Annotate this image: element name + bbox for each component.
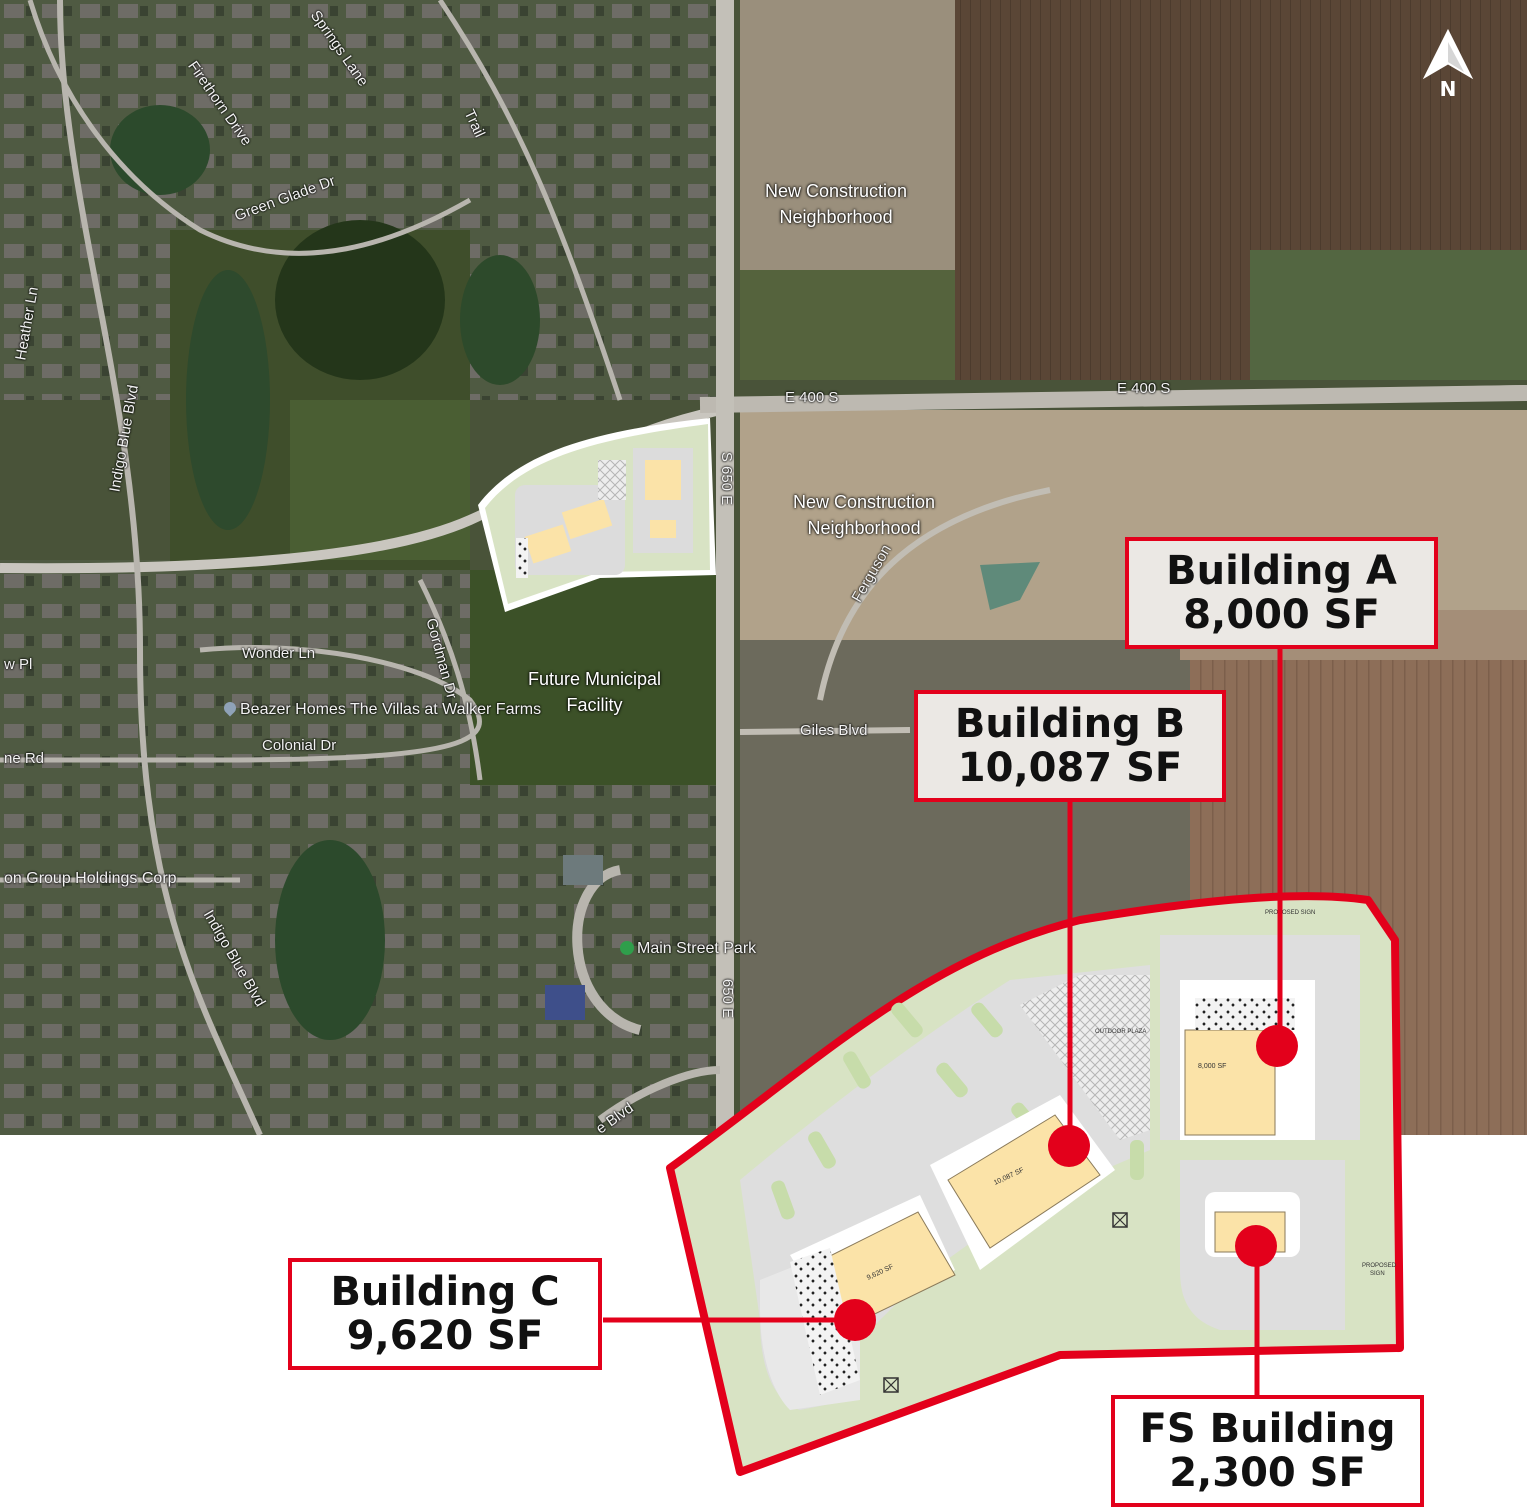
building-a-name: Building A [1166, 548, 1397, 594]
road-wonder: Wonder Ln [242, 645, 316, 662]
fs-building-name: FS Building [1139, 1406, 1396, 1452]
building-b-callout[interactable]: Building B 10,087 SF [914, 690, 1226, 802]
building-c-size: 9,620 SF [346, 1313, 544, 1359]
road-e400s-east: E 400 S [1117, 380, 1171, 397]
north-arrow-icon: N [1422, 28, 1474, 98]
building-c-name: Building C [330, 1269, 560, 1315]
building-c-callout[interactable]: Building C 9,620 SF [288, 1258, 602, 1370]
road-rd: ne Rd [4, 750, 45, 767]
fs-building-marker[interactable] [1235, 1225, 1277, 1267]
road-colonial: Colonial Dr [262, 737, 337, 754]
municipal-line1: Future Municipal [528, 669, 662, 689]
building-b-name: Building B [954, 701, 1186, 747]
building-b-marker[interactable] [1048, 1125, 1090, 1167]
park-pin-icon [620, 941, 634, 955]
road-pl: w Pl [4, 656, 33, 673]
construction-north-label: New Construction Neighborhood [765, 178, 907, 230]
small-site-plan-inset [478, 418, 716, 612]
aerial-map [0, 0, 1527, 1135]
building-a-size: 8,000 SF [1183, 592, 1380, 638]
map-pin-icon [221, 699, 239, 717]
proposed-sign-text-2: PROPOSED [1362, 1263, 1397, 1269]
building-a-marker[interactable] [1256, 1025, 1298, 1067]
north-label: N [1440, 77, 1457, 98]
poi-group-holdings[interactable]: on Group Holdings Corp [4, 870, 177, 887]
construction-south-line1: New Construction [793, 492, 936, 512]
poi-park-label: Main Street Park [637, 940, 757, 957]
proposed-sign-text-3: SIGN [1370, 1271, 1385, 1277]
road-s650e-north: S 650 E [718, 451, 736, 506]
road-e400s-west: E 400 S [785, 389, 839, 406]
building-b-size: 10,087 SF [957, 745, 1183, 791]
building-a-callout[interactable]: Building A 8,000 SF [1125, 537, 1438, 649]
municipal-facility-label: Future Municipal Facility [528, 666, 661, 718]
fs-building-callout[interactable]: FS Building 2,300 SF [1111, 1395, 1424, 1507]
proposed-sign-text-1: PROPOSED SIGN [1265, 910, 1315, 916]
construction-north-line1: New Construction [765, 181, 908, 201]
road-giles-blvd: Giles Blvd [800, 722, 868, 739]
callout-leaders [603, 648, 1283, 1398]
poi-beazer-label: Beazer Homes The Villas at Walker Farms [240, 701, 542, 718]
construction-south-label: New Construction Neighborhood [793, 489, 935, 541]
bldg-a-sf-text: 8,000 SF [1198, 1063, 1226, 1070]
poi-beazer-homes[interactable]: Beazer Homes The Villas at Walker Farms [221, 699, 542, 719]
large-site-plan: OUTDOOR PLAZA 8,000 SF 10,087 SF 9,620 S… [666, 892, 1404, 1476]
construction-south-line2: Neighborhood [807, 518, 921, 538]
poi-main-street-park[interactable]: Main Street Park [620, 940, 756, 958]
municipal-line2: Facility [566, 695, 623, 715]
construction-north-line2: Neighborhood [779, 207, 893, 227]
outdoor-plaza-text: OUTDOOR PLAZA [1095, 1029, 1146, 1035]
building-c-marker[interactable] [834, 1299, 876, 1341]
fs-building-size: 2,300 SF [1169, 1450, 1366, 1496]
road-s650e-south: 650 E [719, 978, 737, 1019]
